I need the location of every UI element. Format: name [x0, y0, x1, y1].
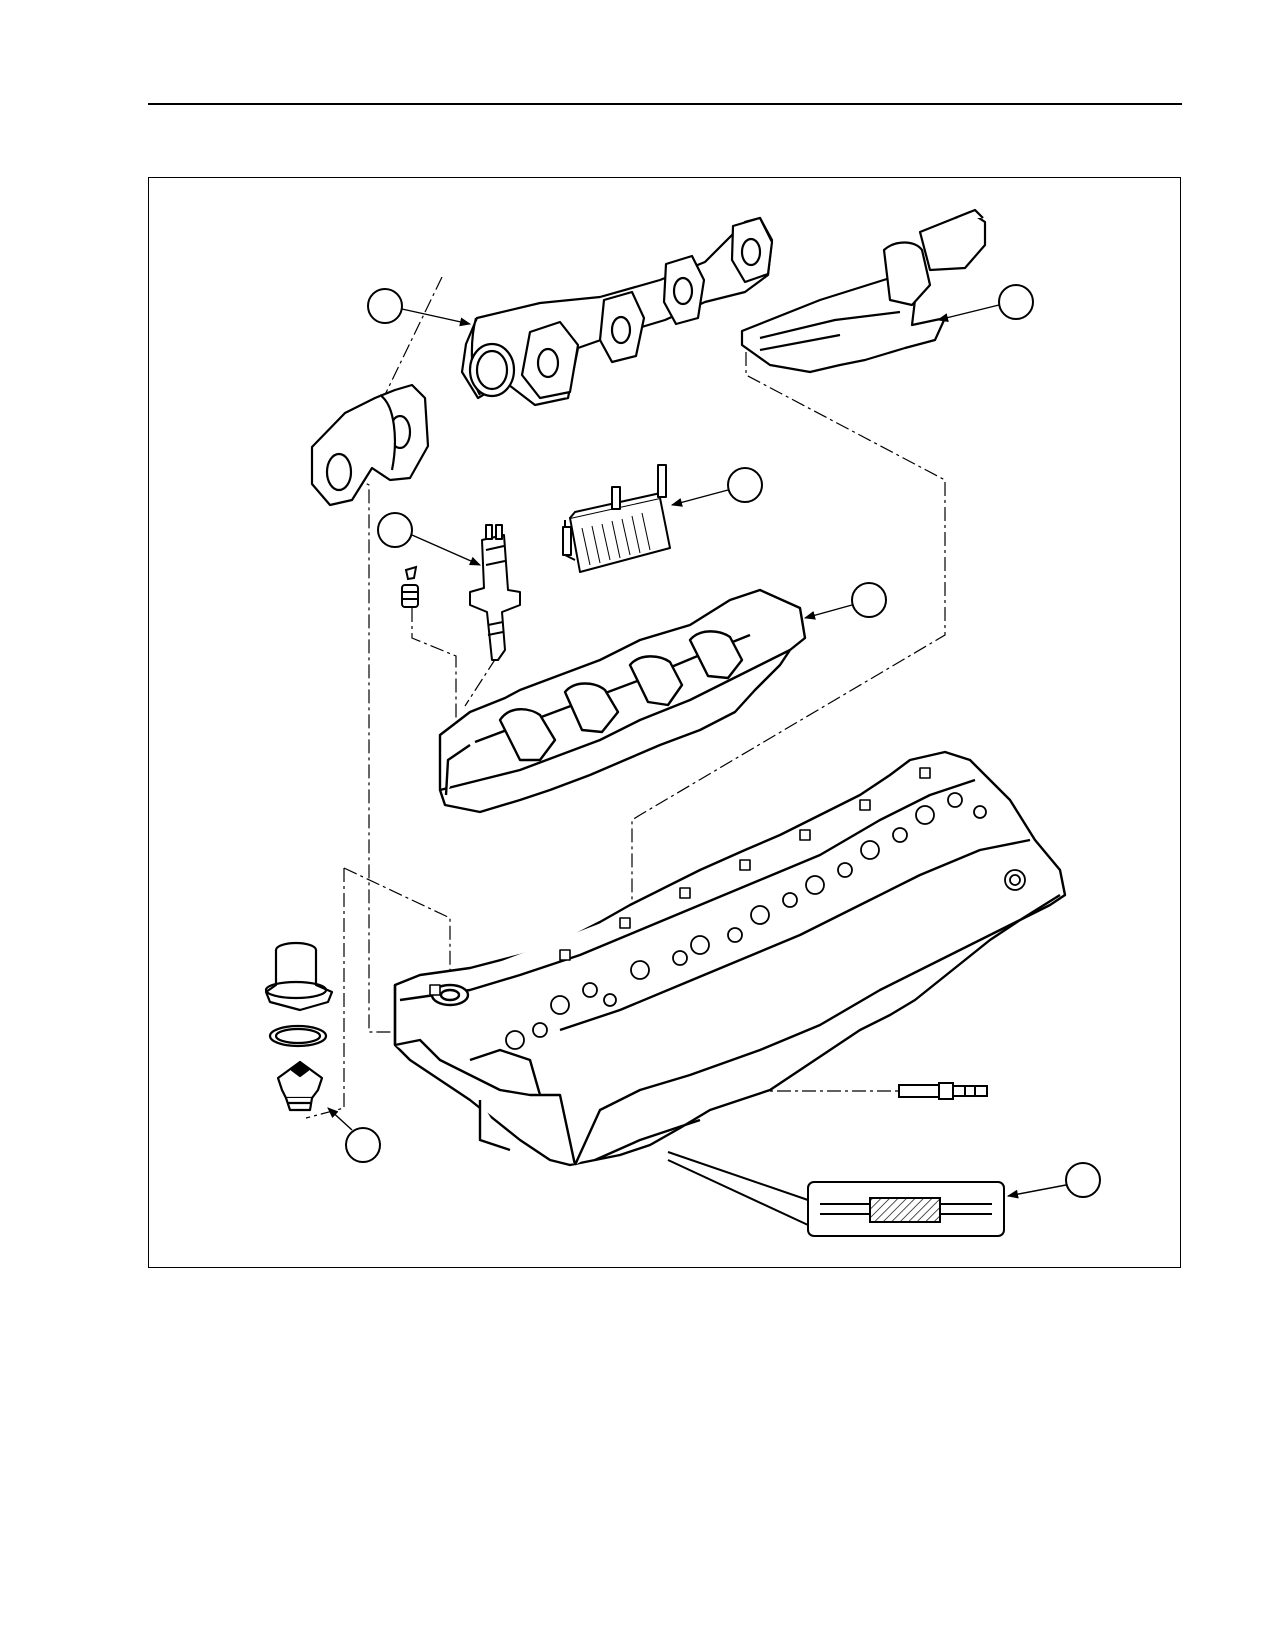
rocker-carrier [438, 588, 807, 814]
header-rule [148, 103, 1182, 105]
detail-inset [667, 1151, 1005, 1237]
exhaust-manifold-front [460, 216, 774, 407]
callout-circle-1 [367, 288, 403, 324]
thermostat-o-ring [268, 1024, 328, 1048]
thermostat-housing [264, 941, 334, 1012]
callout-circle-6 [345, 1127, 381, 1163]
injector-seal-and-cap [401, 565, 419, 608]
turbo-outlet-assembly [740, 208, 987, 374]
temperature-sensor [898, 1082, 988, 1100]
callout-circle-4 [377, 512, 413, 548]
cylinder-head [393, 750, 1067, 1167]
callout-circle-5 [851, 582, 887, 618]
callout-circle-7 [1065, 1162, 1101, 1198]
exhaust-manifold-rear [310, 383, 430, 507]
fuel-injector [469, 524, 521, 661]
callout-leaders [327, 304, 1067, 1199]
callout-circle-3 [727, 467, 763, 503]
fuel-rail-module [562, 464, 671, 573]
callouts [345, 284, 1101, 1198]
thermostat [276, 1060, 324, 1112]
callout-circle-2 [998, 284, 1034, 320]
figure-frame [148, 177, 1181, 1268]
